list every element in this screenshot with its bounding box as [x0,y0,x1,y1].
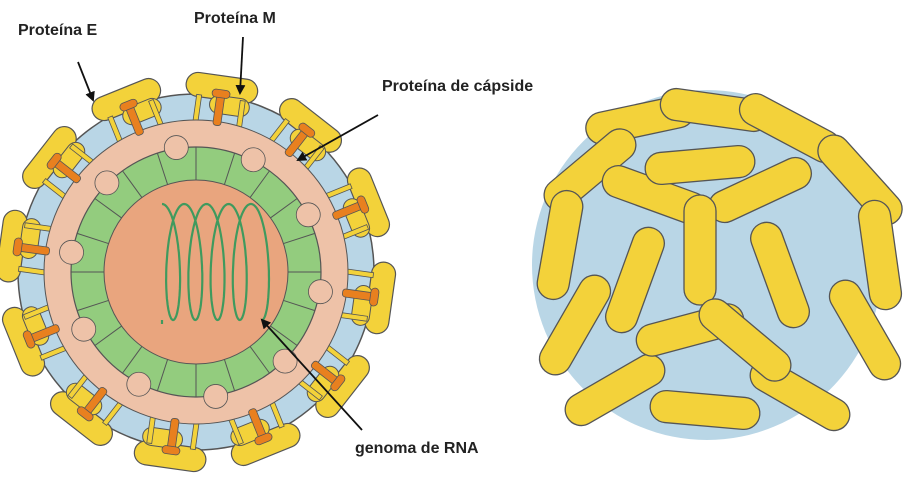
capsid-bump [72,317,96,341]
capsid-bump [127,372,151,396]
label-protein-e: Proteína E [18,22,97,40]
label-protein-m: Proteína M [194,10,276,28]
capsid-bump [95,171,119,195]
capsid-bump [296,203,320,227]
surface-protein-e [684,195,716,305]
capsid-bump [308,280,332,304]
capsid-bump [60,240,84,264]
label-capsid-protein: Proteína de cápside [382,78,533,96]
virion-cross-section [0,71,397,473]
core-interior [104,180,288,364]
arrow-protein-e [78,62,93,100]
virion-surface-view [532,87,909,440]
capsid-bump [241,148,265,172]
capsid-bump [204,384,228,408]
capsid-bump [164,136,188,160]
label-rna-genome: genoma de RNA [355,440,479,458]
capsid-bump [273,349,297,373]
